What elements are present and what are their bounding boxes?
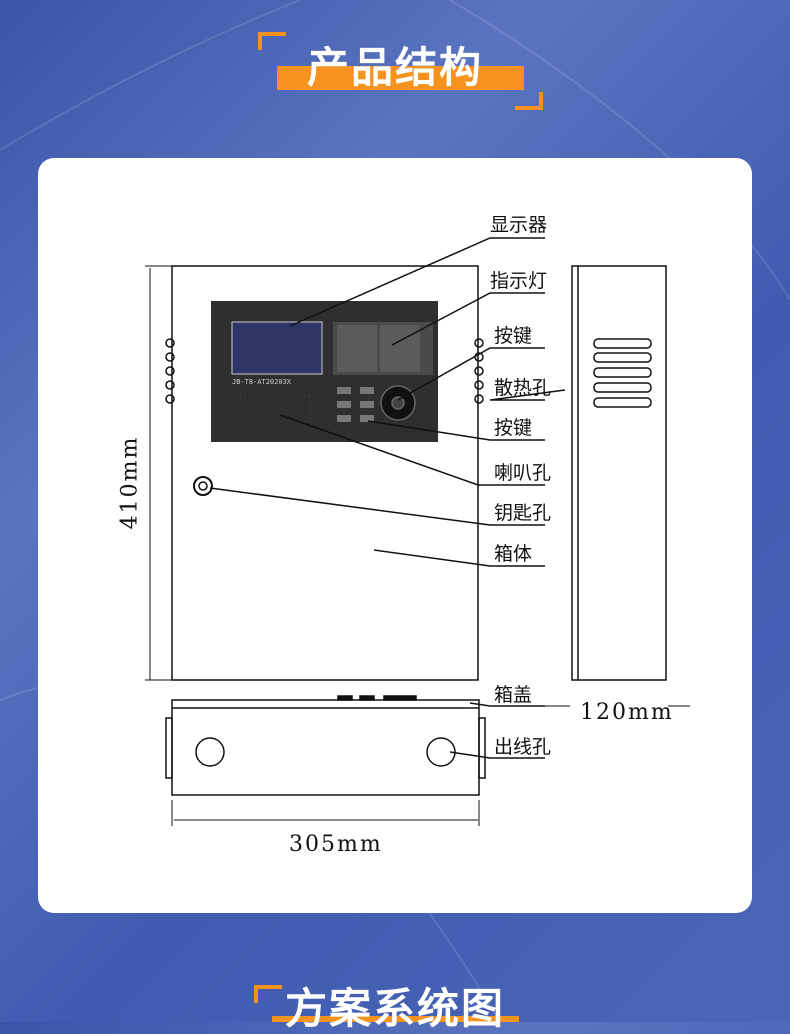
- product-structure-card: [38, 158, 752, 913]
- dimension-width: 305mm: [289, 832, 383, 857]
- label-speaker: 喇叭孔: [494, 462, 552, 484]
- bracket-top-left: [258, 32, 286, 50]
- display-screen: [231, 321, 323, 375]
- dimension-depth: 120mm: [580, 700, 674, 725]
- label-indicator: 指示灯: [490, 270, 548, 292]
- cabinet-bottom: [171, 699, 480, 796]
- device-model: JB-T8-AT20203X: [232, 378, 292, 386]
- hinge-right: [474, 338, 484, 404]
- label-display: 显示器: [490, 214, 548, 236]
- cable-hole-left: [195, 737, 225, 767]
- title-bar: [277, 66, 524, 90]
- panel-keys: [337, 387, 374, 422]
- cabinet-front: [171, 265, 479, 681]
- label-cover: 箱盖: [494, 684, 533, 706]
- label-vent: 散热孔: [494, 377, 552, 399]
- section-title: 产品结构: [306, 43, 483, 92]
- dimension-height: 410mm: [117, 435, 143, 530]
- cabinet-side: [571, 265, 667, 681]
- keyhole: [193, 476, 213, 496]
- label-body: 箱体: [494, 543, 533, 565]
- bracket-bottom-right: [515, 92, 543, 110]
- label-keys-2: 按键: [494, 417, 533, 439]
- label-cable-hole: 出线孔: [494, 736, 552, 758]
- label-keys: 按键: [494, 325, 533, 347]
- vent-slots: [593, 338, 652, 408]
- dimension-lines: [145, 265, 690, 826]
- hinge-left: [165, 338, 175, 404]
- section-title-2: 方案系统图: [284, 984, 505, 1033]
- bracket-top-left-2: [254, 985, 282, 1003]
- title-bar-2: [272, 1016, 519, 1022]
- leader-lines: [209, 237, 566, 759]
- label-keyhole: 钥匙孔: [494, 502, 552, 524]
